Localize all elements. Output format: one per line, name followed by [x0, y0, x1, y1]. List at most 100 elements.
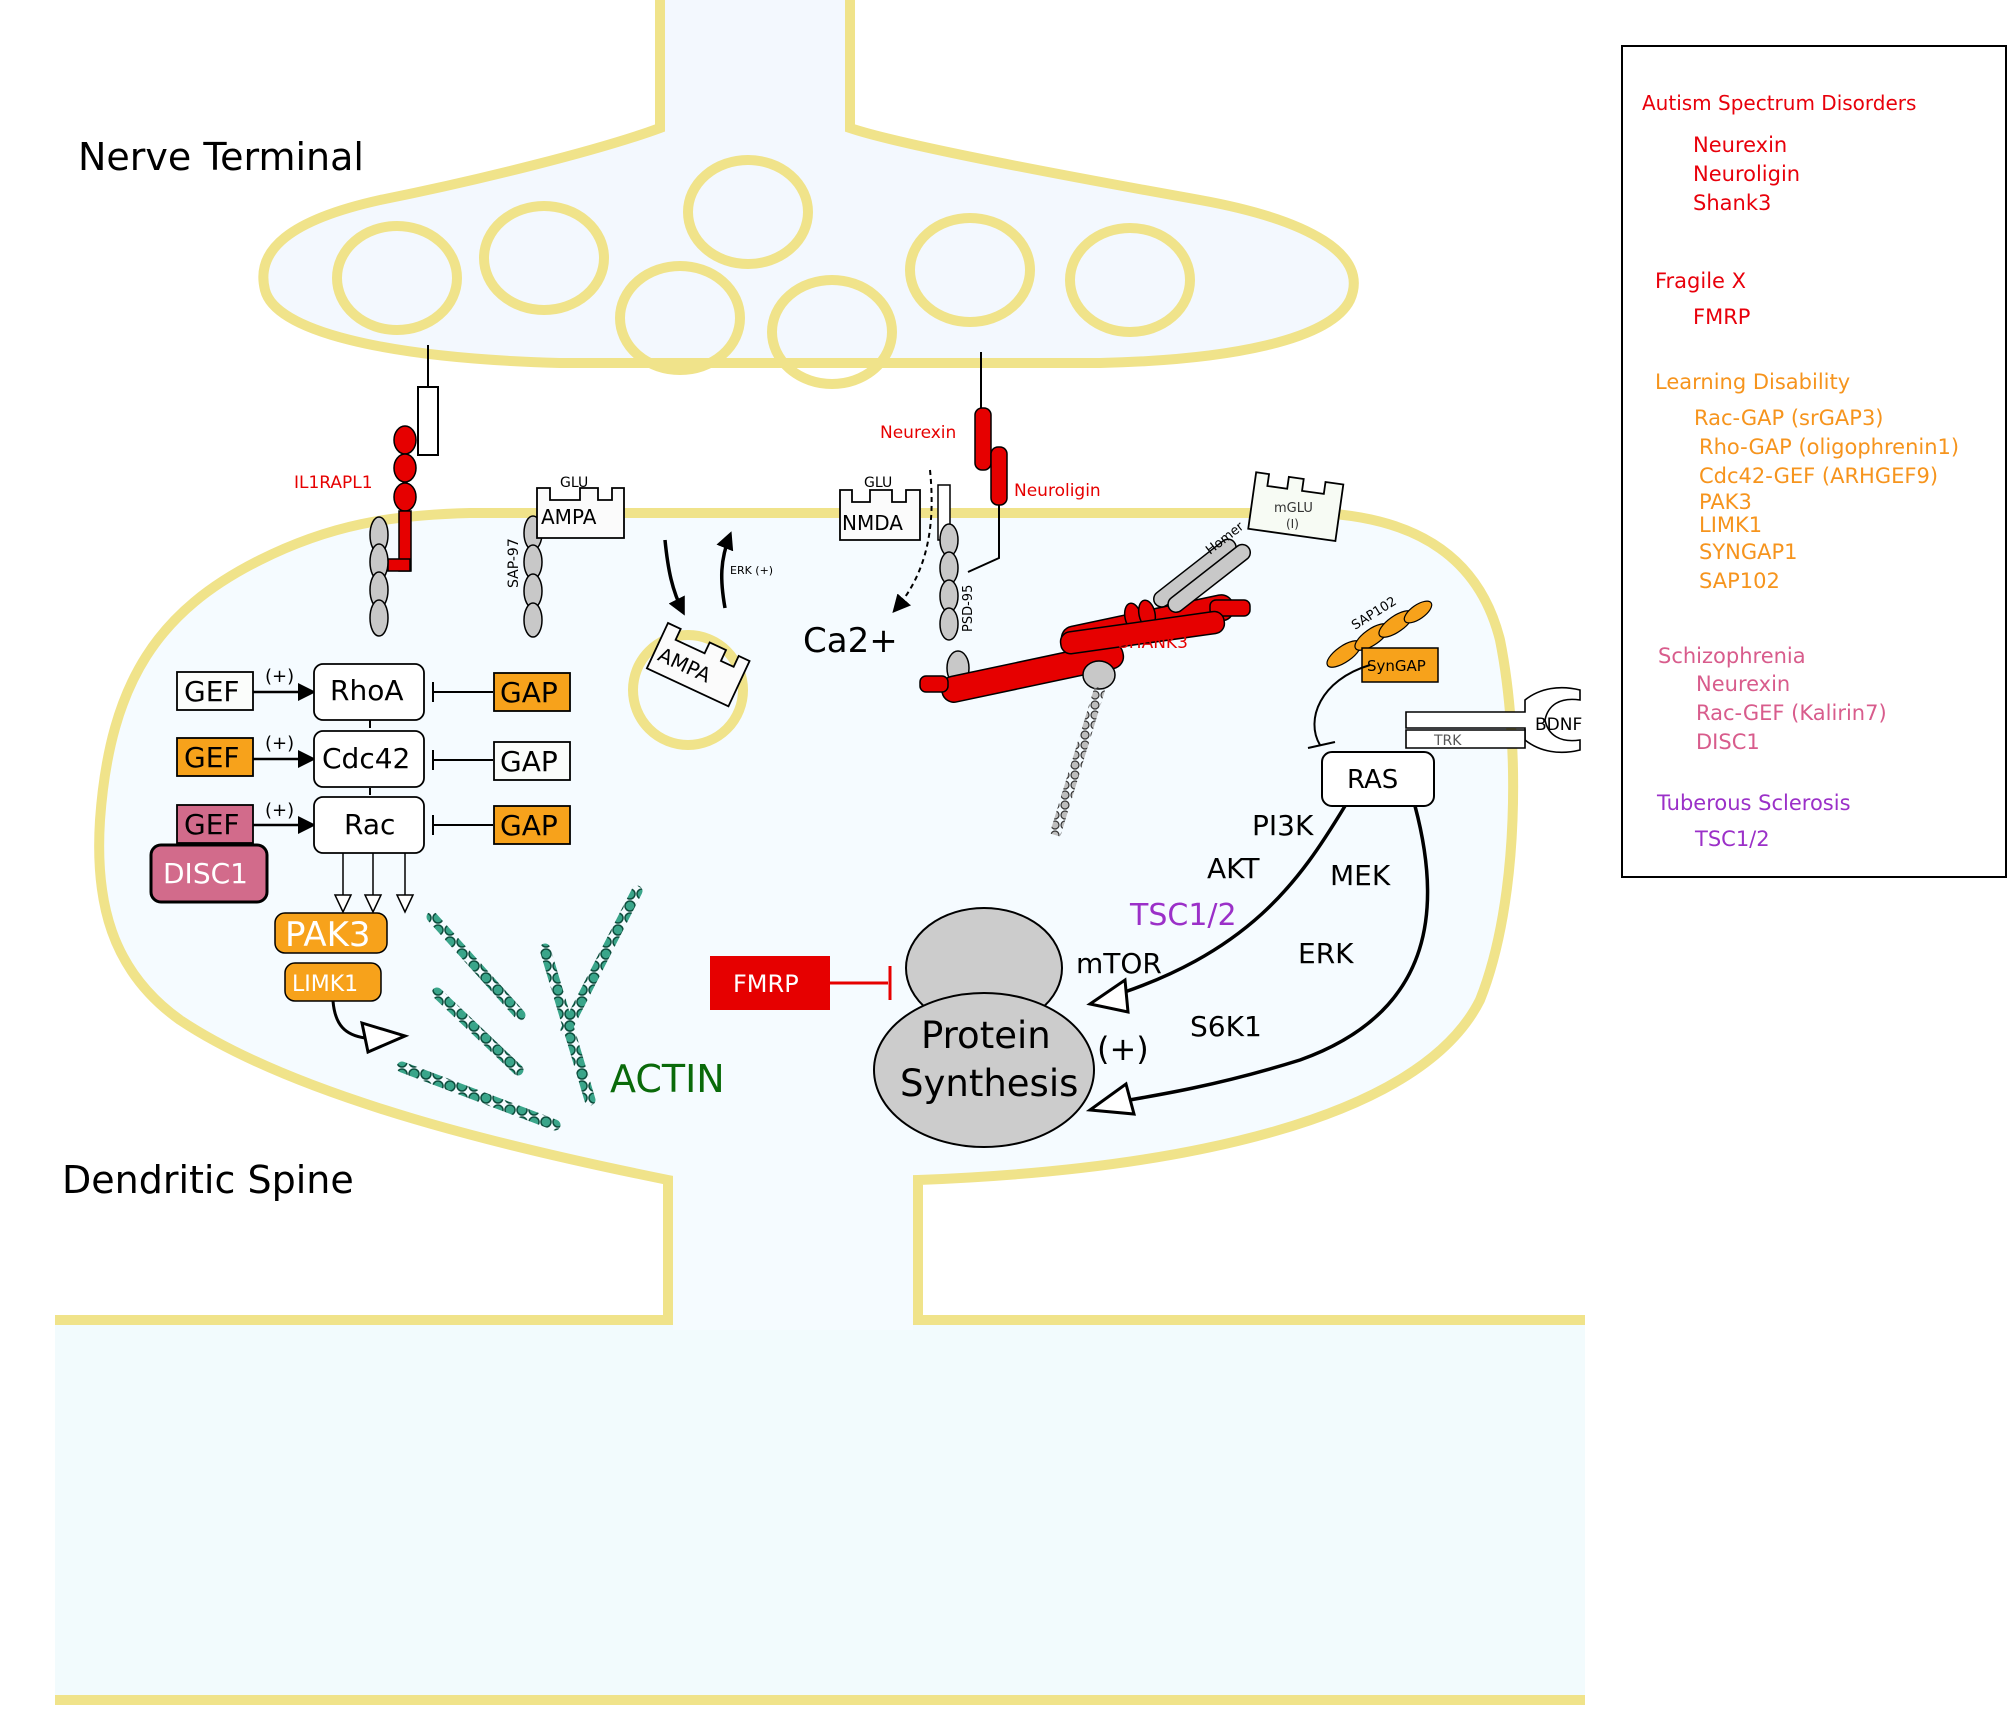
rhoa-label: RhoA: [330, 674, 404, 707]
legend-panel: Autism Spectrum Disorders Neurexin Neuro…: [1621, 45, 2007, 878]
neurexin-protein: [974, 407, 992, 471]
axon-shaft: [666, 0, 844, 140]
gap-label-cdc42: GAP: [500, 745, 558, 778]
vesicle: [683, 155, 813, 269]
ampa-receptor: [536, 487, 625, 539]
shank3-label: SHANK3: [1118, 633, 1188, 653]
akt-label: AKT: [1207, 852, 1260, 885]
gef-box-cdc42: [176, 737, 254, 777]
mtor-arrowhead: [1086, 977, 1130, 1014]
glu-label-ampa: GLU: [560, 475, 588, 491]
legend-item: Shank3: [1693, 191, 1772, 215]
legend-item: PAK3: [1699, 490, 1752, 514]
legend-title: Learning Disability: [1655, 370, 1851, 394]
gtpase-module: GEF (+) RhoA GAP GEF (+) Cdc42 GAP GEF (…: [149, 663, 571, 1055]
rac-label: Rac: [344, 808, 395, 841]
legend-item: TSC1/2: [1695, 827, 1770, 851]
endosome: [628, 630, 748, 750]
legend-item: Rac-GAP (srGAP3): [1694, 406, 1884, 430]
calcium-flux-arrow: [892, 469, 933, 614]
pak3-label: PAK3: [285, 915, 371, 955]
legend-item: Cdc42-GEF (ARHGEF9): [1699, 464, 1939, 488]
legend-item: Neurexin: [1696, 672, 1791, 696]
bdnf-label: BDNF: [1535, 715, 1582, 735]
synaptic-vesicles: [332, 155, 1195, 389]
erk-plus-label: ERK (+): [730, 564, 773, 577]
protein-label-2: Synthesis: [900, 1062, 1078, 1105]
trk-label: TRK: [1433, 733, 1462, 749]
endocytosis-arrow: [663, 539, 685, 616]
ras-node: [1321, 751, 1435, 807]
syngap-inhibition: [1313, 664, 1371, 746]
disc1-box: [149, 843, 269, 904]
fmrp-label: FMRP: [733, 970, 799, 998]
vesicle: [479, 201, 609, 315]
actin-label: ACTIN: [610, 1057, 725, 1101]
legend-item: Neurexin: [1693, 133, 1788, 157]
gap-box-rhoa: [493, 672, 571, 712]
legend-item: Rac-GEF (Kalirin7): [1696, 701, 1887, 725]
mglu-receptor: [1247, 471, 1345, 542]
mglu-sub-label: (I): [1286, 517, 1299, 531]
trk-receptor: [1405, 686, 1581, 754]
syngap-label: SynGAP: [1367, 657, 1426, 675]
shank3-complex: [919, 594, 1251, 837]
pi3k-akt-path: [1099, 805, 1347, 1002]
neuroligin-protein: [990, 446, 1008, 506]
cdc42-label: Cdc42: [322, 742, 410, 775]
legend-group-tuberous: Tuberous Sclerosis TSC1/2: [1657, 789, 1851, 854]
dendrite-shaft: [55, 1320, 1585, 1700]
gap-label-rhoa: GAP: [500, 676, 558, 709]
homer-protein: [1153, 538, 1252, 614]
legend-group-asd: Autism Spectrum Disorders Neurexin Neuro…: [1642, 89, 1916, 218]
syngap-box: [1361, 647, 1439, 683]
gap-box-rac: [493, 805, 571, 845]
legend-group-fragile-x: Fragile X FMRP: [1655, 267, 1750, 332]
gef-label-rhoa: GEF: [184, 675, 240, 708]
rac-node: [313, 796, 425, 854]
gap-label-rac: GAP: [500, 809, 558, 842]
tsc-label: TSC1/2: [1129, 898, 1237, 933]
legend-item: Neuroligin: [1693, 162, 1801, 186]
neurexin-label: Neurexin: [880, 423, 956, 443]
gef-label-cdc42: GEF: [184, 741, 240, 774]
actin-filament: [396, 1061, 561, 1131]
sap102-protein: [1326, 600, 1433, 668]
mek-label: MEK: [1330, 859, 1391, 892]
legend-item: LIMK1: [1699, 513, 1763, 537]
protein-label-1: Protein: [921, 1014, 1051, 1057]
neuroligin-label: Neuroligin: [1014, 481, 1101, 501]
glu-label-nmda: GLU: [864, 475, 892, 491]
psd95-label: PSD-95: [961, 585, 976, 632]
s6k1-label: S6K1: [1190, 1010, 1262, 1043]
mtor-label: mTOR: [1076, 947, 1162, 980]
plus-label-rhoa: (+): [265, 666, 294, 687]
gef-box-rhoa: [176, 671, 254, 711]
legend-item: DISC1: [1696, 730, 1760, 754]
vesicle: [332, 221, 462, 335]
exocytosis-arrow: [716, 531, 734, 609]
nmda-label: NMDA: [842, 511, 903, 535]
legend-item: SAP102: [1699, 569, 1780, 593]
vesicle: [1065, 223, 1195, 337]
gap-box-cdc42: [493, 741, 571, 781]
il1rapl1-complex: [369, 345, 439, 637]
s6k1-arrowhead: [1085, 1081, 1137, 1116]
legend-item: Rho-GAP (oligophrenin1): [1699, 435, 1960, 459]
pi3k-label: PI3K: [1252, 809, 1314, 842]
limk1-to-actin-arrow: [331, 1000, 366, 1040]
limk1-label: LIMK1: [292, 972, 358, 997]
nmda-receptor: [839, 489, 921, 541]
cdc42-node: [313, 730, 425, 788]
legend-title: Autism Spectrum Disorders: [1642, 91, 1917, 115]
disc1-label: DISC1: [163, 857, 248, 890]
legend-title: Fragile X: [1655, 269, 1747, 293]
vesicle: [615, 261, 745, 375]
rhoa-node: [313, 663, 425, 721]
gray-filament: [1049, 686, 1106, 837]
actin-filament: [426, 911, 526, 1021]
mglu-label: mGLU: [1274, 501, 1313, 516]
protein-plus-label: (+): [1097, 1030, 1149, 1068]
ras-label: RAS: [1347, 765, 1398, 795]
